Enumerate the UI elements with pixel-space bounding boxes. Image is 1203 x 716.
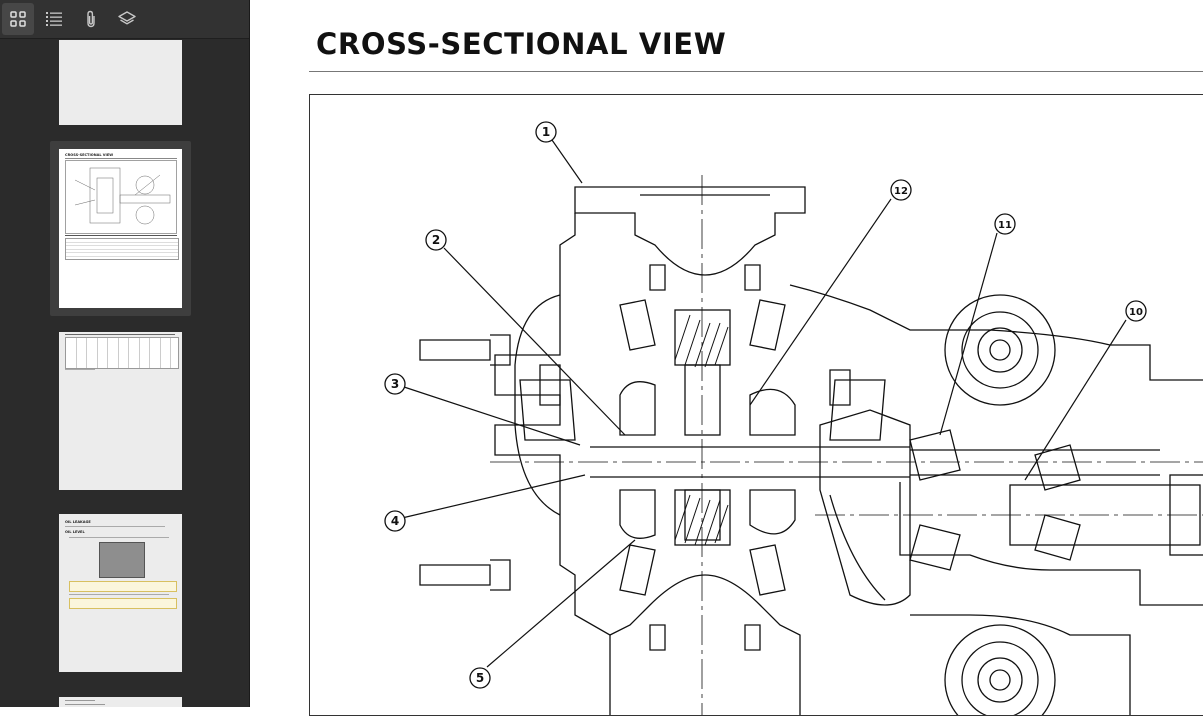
thumbnails-view-button[interactable] <box>2 3 34 35</box>
callout-10: 10 <box>1129 307 1143 318</box>
sidebar-toolbar <box>0 0 249 39</box>
thumbnail-text-line <box>65 526 165 527</box>
thumbnail-sidebar: CROSS-SECTIONAL VIEW OIL LEAKAGE O <box>0 0 250 707</box>
thumbnail-page-subheading: OIL LEVEL <box>65 530 85 534</box>
thumbnail-caution-box <box>69 581 177 592</box>
grid-icon <box>10 11 26 27</box>
thumbnail-text-line <box>65 700 95 701</box>
callout-labels: 1 2 3 4 5 10 11 12 <box>391 125 1143 685</box>
thumbnail-photo <box>99 542 145 578</box>
callout-circles <box>384 121 1147 689</box>
thumbnail-text-line <box>65 369 95 370</box>
thumbnail-header-line <box>65 334 175 335</box>
list-icon <box>46 12 62 26</box>
center-lines <box>490 175 1203 715</box>
layers-view-button[interactable] <box>111 3 143 35</box>
callout-12: 12 <box>894 186 908 197</box>
page-thumbnail-1[interactable] <box>59 40 182 125</box>
callout-1: 1 <box>542 125 550 139</box>
differential-housing <box>419 186 1203 715</box>
callout-11: 11 <box>998 220 1012 231</box>
thumbnail-text-line <box>65 704 105 705</box>
thumbnail-table-rule <box>65 235 177 236</box>
thumbnail-page-heading: OIL LEAKAGE <box>65 520 91 524</box>
page-title: CROSS-SECTIONAL VIEW <box>316 27 727 61</box>
page-thumbnail-4[interactable]: OIL LEAKAGE OIL LEVEL <box>59 514 182 672</box>
thumbnail-table <box>65 337 179 369</box>
thumbnail-caution-box <box>69 598 177 609</box>
callout-leaders <box>400 139 1127 668</box>
thumbnail-page-title: CROSS-SECTIONAL VIEW <box>65 153 114 157</box>
page-thumbnail-2[interactable]: CROSS-SECTIONAL VIEW <box>59 149 182 308</box>
thumbnail-text-line <box>69 594 169 595</box>
gear-teeth-hatching <box>674 314 729 546</box>
diagram-drawing: 1 2 3 4 5 10 11 12 <box>384 121 1203 715</box>
outline-view-button[interactable] <box>38 3 70 35</box>
paperclip-icon <box>87 10 95 28</box>
callout-3: 3 <box>391 377 399 391</box>
title-divider <box>309 71 1203 72</box>
callout-5: 5 <box>476 671 484 685</box>
layers-icon <box>118 11 136 25</box>
thumbnail-diagram <box>65 160 177 234</box>
thumbnail-table <box>65 238 179 260</box>
page-thumbnail-3[interactable] <box>59 332 182 490</box>
callout-4: 4 <box>391 514 399 528</box>
thumbnail-text-line <box>69 537 169 538</box>
thumbnail-rule <box>65 158 177 159</box>
cross-section-diagram: 1 2 3 4 5 10 11 12 <box>309 94 1203 716</box>
callout-2: 2 <box>432 233 440 247</box>
attachments-view-button[interactable] <box>75 3 107 35</box>
page-thumbnail-5[interactable] <box>59 697 182 707</box>
